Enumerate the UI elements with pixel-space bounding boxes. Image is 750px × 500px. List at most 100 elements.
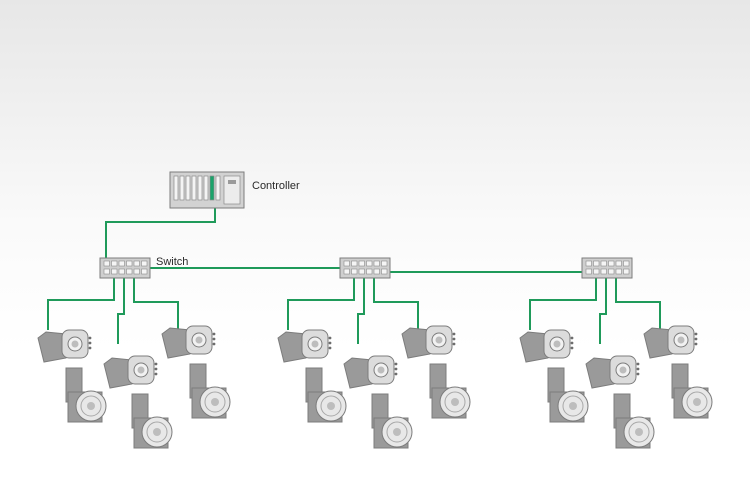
switch-port [111,260,118,267]
devices-layer [37,171,713,449]
robot-base-hub [153,428,161,436]
controller-module [191,175,197,201]
robot-indicator [212,337,216,341]
switch-port [103,268,110,275]
robot-indicator [570,341,574,345]
switch-port [608,260,615,267]
switch-port [373,268,380,275]
switch-port [103,260,110,267]
robot-base-hub [693,398,701,406]
controller-module [197,175,203,201]
switch-port [381,268,388,275]
switch-port [585,268,592,275]
robot-indicator [394,367,398,371]
industrial-robot-icon [643,325,713,419]
robot-indicator [154,372,158,376]
robot-head-joint-center [195,336,203,344]
robot-base-ring [80,395,102,417]
switch-port [141,260,148,267]
robot-indicator [328,346,332,350]
robot-base-ring [146,421,168,443]
robot-indicator [394,362,398,366]
robot-base-hub [211,398,219,406]
robot-head-joint-center [377,366,385,374]
robot-base-hub [635,428,643,436]
robot-indicator [88,336,92,340]
robot-base-hub [393,428,401,436]
switch-port [600,260,607,267]
industrial-robot-icon [401,325,471,419]
robot-indicator [394,372,398,376]
robot-indicator [452,337,456,341]
controller-icon [169,171,245,209]
robot-indicator [328,336,332,340]
robot-indicator [88,346,92,350]
robot-indicator [694,332,698,336]
controller-to-switch-link [105,208,216,258]
robot-indicator [88,341,92,345]
robot-base-hub [87,402,95,410]
switch-port [111,268,118,275]
robot-indicator [452,332,456,336]
switch-port [126,260,133,267]
switch-port [366,268,373,275]
switch-2-to-robot-3-link [373,278,419,332]
robot-head-joint-center [71,340,79,348]
switch-3-to-robot-1-link [529,278,597,330]
switch-port [623,260,630,267]
robot-indicator [212,332,216,336]
switch-port [585,260,592,267]
robot-indicator [694,337,698,341]
switch-port [623,268,630,275]
controller-module [203,175,209,201]
switch-port [118,268,125,275]
switch-port [615,268,622,275]
switch-port [351,268,358,275]
industrial-robot-icon [37,329,107,423]
robot-base-ring [444,391,466,413]
robot-head-joint-center [311,340,319,348]
controller-cpu-led [228,180,236,184]
controller-module [185,175,191,201]
switch-1-to-robot-1-link [47,278,115,330]
robot-head-joint-center [553,340,561,348]
industrial-robot-icon [343,355,413,449]
switch-port [358,268,365,275]
controller-module [179,175,185,201]
robot-indicator [328,341,332,345]
switch-1-to-robot-3-link [133,278,179,332]
robot-indicator [154,367,158,371]
robot-indicator [636,362,640,366]
switch-1-to-robot-2-link [117,278,125,344]
robot-base-ring [562,395,584,417]
robot-indicator [570,336,574,340]
switch-3-to-robot-3-link [615,278,661,332]
robot-head-joint-center [137,366,145,374]
links-layer [47,208,661,344]
switch-2-to-robot-1-link [287,278,355,330]
switch-port [118,260,125,267]
switch-port [593,268,600,275]
network-switch-icon [581,257,633,279]
robot-indicator [154,362,158,366]
switch-port [358,260,365,267]
switch-port [608,268,615,275]
robot-base-ring [320,395,342,417]
switch-port [373,260,380,267]
robot-base-ring [386,421,408,443]
controller-label: Controller [252,180,300,192]
robot-indicator [212,342,216,346]
switch-port [133,268,140,275]
switch-port [126,268,133,275]
switch-3-to-robot-2-link [599,278,607,344]
robot-base-hub [451,398,459,406]
robot-head-joint-center [435,336,443,344]
network-switch-icon [99,257,151,279]
industrial-robot-icon [585,355,655,449]
switch-port [593,260,600,267]
industrial-robot-icon [519,329,589,423]
controller-module [173,175,179,201]
switch-port [351,260,358,267]
industrial-robot-icon [277,329,347,423]
robot-base-ring [686,391,708,413]
